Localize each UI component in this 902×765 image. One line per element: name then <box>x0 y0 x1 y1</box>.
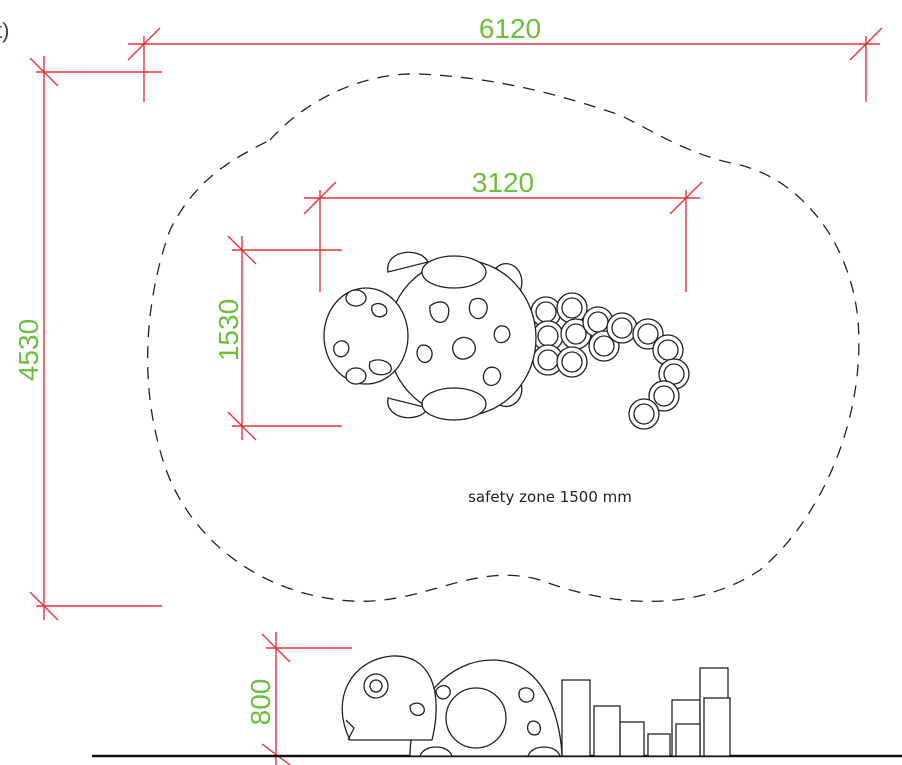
tail-ring-inner <box>611 317 633 339</box>
shell-side-spot <box>435 684 451 700</box>
tick-800-bottom <box>261 743 291 765</box>
shell-tunnel <box>445 687 507 749</box>
head-spot <box>368 359 392 376</box>
tail-rings <box>530 292 690 430</box>
dimension-overall-width: 6120 <box>127 13 883 102</box>
shell-spot <box>468 297 488 320</box>
tail-ring-inner <box>561 297 583 319</box>
tail-ring-inner <box>537 325 559 347</box>
play-element-side-view <box>92 655 902 758</box>
dimension-object-width: 1530 <box>213 235 342 441</box>
tail-post <box>647 733 671 757</box>
tail-ring-inner <box>537 349 559 371</box>
tick-4530-bottom <box>29 591 59 621</box>
tail-post <box>619 721 645 757</box>
dim-text-4530: 4530 <box>13 319 44 381</box>
tick-1530-bottom <box>227 411 257 441</box>
dim-text-6120: 6120 <box>479 13 541 44</box>
head <box>323 287 409 385</box>
eye-left <box>345 289 367 307</box>
head-side-spot <box>409 702 425 717</box>
tick-6120-left <box>127 27 161 61</box>
mouth-line <box>345 719 355 741</box>
tick-3120-left <box>303 181 337 215</box>
shell-hatch-top <box>421 255 487 289</box>
dimension-overall-depth: 4530 <box>13 56 162 621</box>
shell-spot <box>482 366 502 387</box>
tail-ring-inner <box>587 311 609 333</box>
tail-ring-inner <box>653 385 675 407</box>
tail-post <box>561 679 591 757</box>
eye-right <box>345 367 367 385</box>
tail-ring-inner <box>535 301 557 323</box>
tail-ring-inner <box>637 323 659 345</box>
tick-1530-top <box>227 235 257 265</box>
play-element-top-view <box>323 251 690 430</box>
dimension-object-height: 800 <box>245 632 352 765</box>
tail-ring-inner <box>633 403 655 425</box>
head-spot <box>333 340 350 358</box>
corner-label-fragment: t) <box>0 18 9 43</box>
head-side <box>341 655 437 741</box>
tick-4530-top <box>29 57 59 87</box>
tail-post <box>593 705 621 757</box>
dim-text-1530: 1530 <box>213 299 244 361</box>
safety-zone-label: safety zone 1500 mm <box>468 488 632 506</box>
shell-spot <box>416 344 433 363</box>
shell-side-spot <box>518 687 535 703</box>
tick-3120-right <box>669 181 703 215</box>
shell-hatch-bottom <box>421 387 487 421</box>
head-spot <box>371 302 388 318</box>
tail-ring-inner <box>561 351 583 373</box>
foot-side <box>419 746 453 757</box>
tail-post <box>675 723 701 757</box>
foot-side <box>527 746 561 757</box>
tail-ring-inner <box>593 335 615 357</box>
tail-post <box>703 697 731 757</box>
tick-800-top <box>261 633 291 663</box>
dim-text-3120: 3120 <box>472 167 534 198</box>
eye-side-pupil <box>369 679 383 693</box>
shell-spot <box>429 301 450 323</box>
shell-side-spot <box>526 720 542 736</box>
dim-text-800: 800 <box>245 679 276 726</box>
dimension-object-length: 3120 <box>303 167 703 292</box>
tail-ring-inner <box>565 323 587 345</box>
tail-ring-inner <box>657 339 679 361</box>
safety-zone-boundary <box>147 73 860 602</box>
shell-spot <box>493 325 511 344</box>
tick-6120-right <box>849 27 883 61</box>
shell-spot <box>452 336 476 360</box>
